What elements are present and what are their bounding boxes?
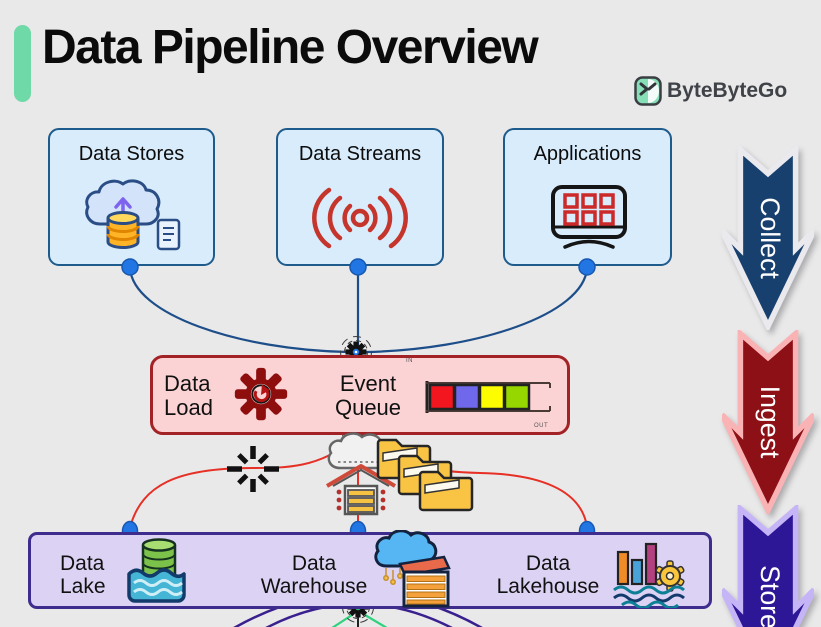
stacked-folders-icon [376, 438, 474, 512]
gear-refresh-icon [234, 367, 288, 421]
ingest-label: Ingest [755, 386, 785, 459]
data-stores-label: Data Stores [78, 143, 185, 165]
ingest-arrow: Ingest [722, 330, 814, 514]
collect-label: Collect [755, 197, 785, 279]
store-label: Store [755, 565, 785, 627]
brand-name: ByteByteGo [667, 79, 788, 102]
event-queue-label: Event Queue [334, 371, 402, 420]
database-in-lake-icon [127, 538, 186, 603]
queue-in-label: IN [406, 358, 413, 364]
data-streams-label: Data Streams [298, 143, 422, 165]
bytebytego-bird-icon [634, 76, 662, 106]
cloud-warehouse-building-icon [374, 530, 451, 608]
queue-blocks-icon [425, 381, 551, 413]
applications-label: Applications [533, 143, 642, 165]
cloud-upload-database-icon [85, 179, 181, 251]
store-arrow: Store [722, 505, 814, 627]
page-title: Data Pipeline Overview [42, 21, 539, 74]
data-lakehouse-label: Data Lakehouse [496, 552, 600, 599]
data-lake-label: Data Lake [60, 552, 106, 599]
broadcast-waves-icon [312, 187, 408, 249]
brand-logo: ByteByteGo [634, 76, 787, 106]
title-accent-bar [14, 25, 31, 102]
charts-gear-waves-icon [613, 542, 685, 608]
data-warehouse-label: Data Warehouse [260, 552, 368, 599]
collect-arrow: Collect [722, 146, 814, 330]
app-grid-monitor-icon [551, 185, 627, 249]
queue-out-label: OUT [534, 423, 549, 429]
data-streams-box: Data Streams [276, 128, 444, 266]
cloud-warehouse-sync-icon [325, 432, 397, 516]
burst-spark-icon [227, 446, 279, 492]
data-load-label: Data Load [164, 371, 213, 420]
